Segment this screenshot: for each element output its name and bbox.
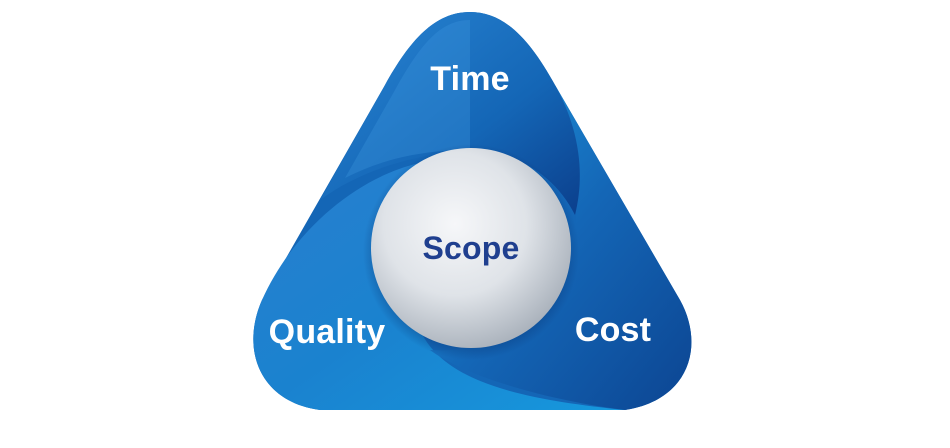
label-cost: Cost (574, 311, 652, 349)
time-segment (320, 12, 580, 215)
center-sphere (371, 148, 571, 348)
quality-segment (253, 158, 625, 410)
label-scope: Scope (422, 230, 520, 266)
cost-segment (430, 85, 692, 410)
label-time: Time (430, 60, 510, 98)
label-quality: Quality (268, 313, 386, 351)
time-highlight (345, 20, 470, 178)
